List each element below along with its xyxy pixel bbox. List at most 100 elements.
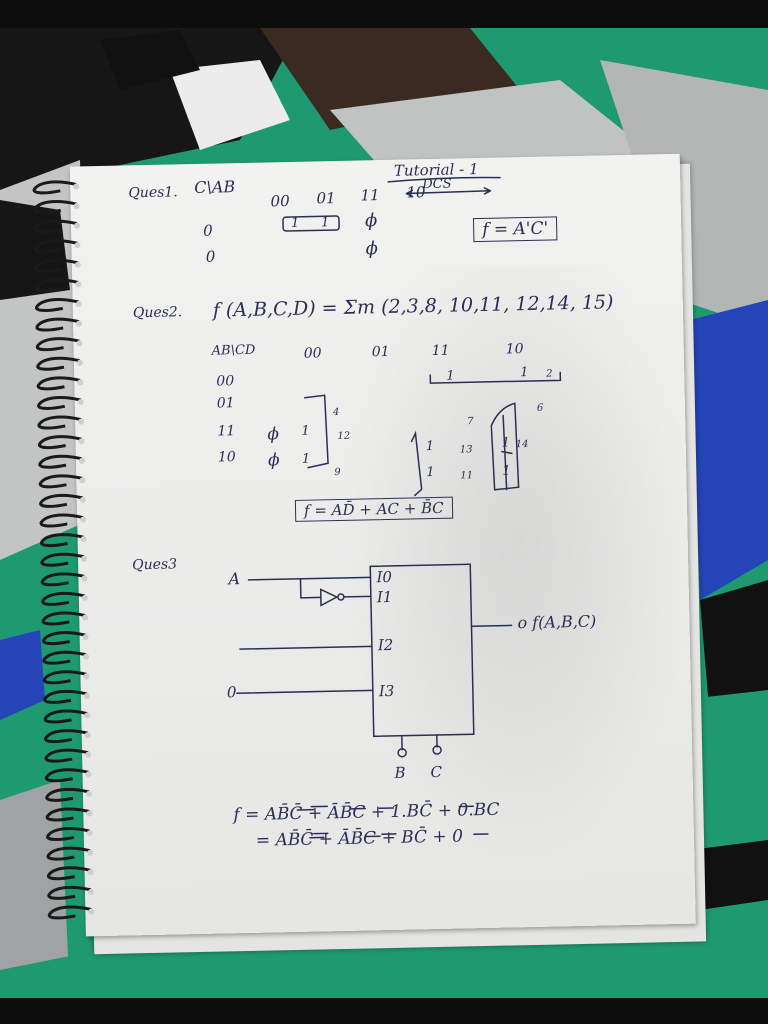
spiral-coil xyxy=(34,258,79,273)
q2-cell-1111: 1 xyxy=(425,439,435,455)
punch-hole xyxy=(76,359,83,366)
q1-label: Ques1. xyxy=(128,184,178,202)
punch-hole xyxy=(74,242,81,249)
q1-col-00: 00 xyxy=(270,191,290,211)
punch-hole xyxy=(81,594,88,601)
select-c-node xyxy=(432,745,442,755)
punch-hole xyxy=(80,516,87,523)
q3-equation-2: = AB̄C̄ + ĀB̄C + BC̄ + 0 xyxy=(255,826,464,851)
punch-hole xyxy=(87,849,94,856)
mux-input-i3: I3 xyxy=(378,681,395,701)
q2-cell-1110: 1 xyxy=(501,435,511,451)
q1-col-10: 10 xyxy=(406,183,426,202)
subtitle-arrows xyxy=(405,187,492,198)
spiral-coil xyxy=(43,709,88,724)
spiral-coil xyxy=(43,689,88,704)
punch-hole xyxy=(85,790,92,797)
q2-index-6: 6 xyxy=(536,402,544,414)
spiral-coil xyxy=(46,846,91,861)
spiral-coil xyxy=(40,533,84,548)
q2-col-00: 00 xyxy=(303,345,322,362)
punch-hole xyxy=(84,732,91,739)
q3-zero-input: 0 xyxy=(226,683,237,702)
q2-group-col00 xyxy=(303,394,329,469)
punch-hole xyxy=(74,222,81,229)
punch-hole xyxy=(73,183,80,190)
mux-box xyxy=(369,563,475,738)
punch-hole xyxy=(83,692,90,699)
spiral-binding xyxy=(32,180,95,920)
spiral-coil xyxy=(33,239,78,254)
punch-hole xyxy=(81,555,88,562)
q1-cell-01: 1 xyxy=(320,215,330,231)
spiral-coil xyxy=(42,650,87,665)
mux-input-i2: I2 xyxy=(377,635,394,655)
select-c-label: C xyxy=(430,762,443,782)
spiral-coil xyxy=(33,200,77,214)
spiral-coil xyxy=(39,513,84,528)
spiral-coil xyxy=(40,552,85,567)
spiral-coil xyxy=(40,572,85,587)
punch-hole xyxy=(77,399,84,406)
q2-cell-1001: 1 xyxy=(301,451,311,467)
q2-index-12: 12 xyxy=(337,430,351,443)
q2-group-col10-mark xyxy=(501,414,513,491)
q2-index-11: 11 xyxy=(460,470,474,482)
mux-output-label: o f(A,B,C) xyxy=(517,611,597,633)
spiral-coil xyxy=(36,356,81,371)
q1-col-11: 11 xyxy=(360,186,380,205)
punch-hole xyxy=(86,830,93,837)
punch-hole xyxy=(76,320,83,327)
q2-col-11: 11 xyxy=(431,342,450,360)
q1-col-01: 01 xyxy=(316,189,336,208)
mux-input-i0: I0 xyxy=(376,567,393,587)
punch-hole xyxy=(78,438,85,445)
spiral-coil xyxy=(41,611,86,626)
q2-answer-box: f = AD̄ + AC + B̄C xyxy=(294,496,453,522)
spiral-coil xyxy=(44,748,89,763)
q2-cell-1011: 1 xyxy=(426,465,435,481)
q2-kmap-corner: AB\CD xyxy=(211,342,256,359)
punch-hole xyxy=(73,203,80,210)
spiral-coil xyxy=(35,337,80,352)
q2-col-01: 01 xyxy=(371,343,390,361)
punch-hole xyxy=(79,496,86,503)
punch-hole xyxy=(74,261,81,268)
punch-hole xyxy=(77,379,84,386)
eq1-overbars xyxy=(296,805,475,811)
punch-hole xyxy=(78,418,85,425)
q3-equation-1: f = AB̄C̄ + ĀB̄C + 1.BC̄ + 0.BC xyxy=(233,799,500,826)
spiral-coil xyxy=(36,376,81,391)
wire-a xyxy=(247,576,372,581)
q2-row-11: 11 xyxy=(217,423,236,440)
spiral-coil xyxy=(37,415,82,430)
q2-cell-1010: 1 xyxy=(502,463,511,479)
wire-i2 xyxy=(239,645,373,650)
q1-row-0: 0 xyxy=(202,221,213,240)
q2-cell-1101: 1 xyxy=(301,423,310,439)
q2-phi-1100: ϕ xyxy=(267,424,280,445)
handwritten-drawings xyxy=(236,176,562,839)
not-gate xyxy=(319,588,339,607)
wire-a-branch xyxy=(299,578,322,599)
spiral-coil xyxy=(32,180,77,195)
q2-index-13: 13 xyxy=(459,444,473,456)
punch-hole xyxy=(81,575,88,582)
punch-hole xyxy=(80,536,87,543)
q2-phi-1000: ϕ xyxy=(267,450,280,471)
punch-hole xyxy=(85,751,92,758)
q2-group-col10 xyxy=(490,402,520,491)
q1-row-1: 0 xyxy=(205,247,216,266)
punch-hole xyxy=(83,653,90,660)
spiral-coil xyxy=(44,768,89,783)
q2-index-9: 9 xyxy=(334,466,341,479)
spiral-coil xyxy=(42,631,86,646)
punch-hole xyxy=(76,340,83,347)
q1-cell-00: 1 xyxy=(290,215,300,231)
eq2-overbars xyxy=(309,832,489,839)
spiral-coil xyxy=(37,396,82,410)
spiral-coil xyxy=(42,670,87,685)
spiral-coil xyxy=(35,298,79,312)
punch-hole xyxy=(88,908,95,915)
punch-hole xyxy=(87,888,94,895)
